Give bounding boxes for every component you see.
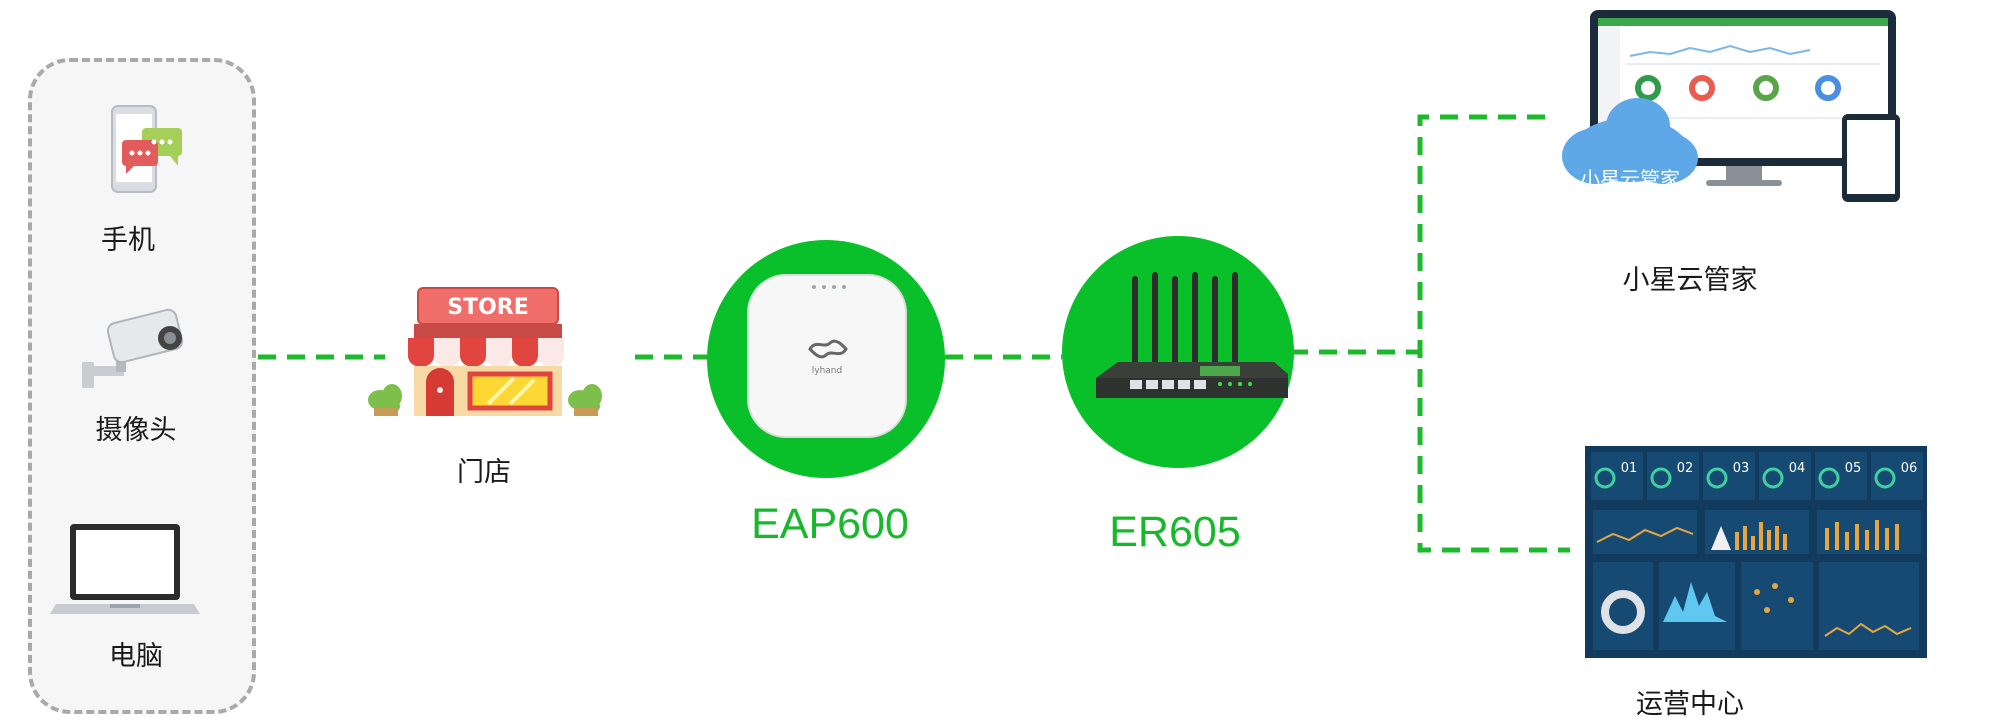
ops-tile — [1871, 452, 1923, 500]
ops-tile — [1591, 452, 1643, 500]
cloud-label: 小星云管家 — [1622, 265, 1758, 296]
ap-brand-text: lyhand — [812, 366, 842, 376]
ops-tile-ring — [1650, 467, 1672, 489]
ops-tile-number: 03 — [1733, 461, 1750, 476]
pc-label: 电脑 — [109, 641, 163, 672]
camera-label: 摄像头 — [95, 415, 177, 446]
phone-label: 手机 — [101, 225, 155, 256]
ap-label: EAP600 — [751, 500, 909, 548]
operations-dashboard-icon: 01 02 03 04 05 06 — [1585, 446, 1927, 658]
cloud-dashboard-icon: 小星云管家 — [1562, 10, 1900, 202]
ops-tile-number: 05 — [1845, 461, 1862, 476]
store-sign-text: STORE — [447, 295, 529, 320]
ops-label: 运营中心 — [1636, 689, 1744, 720]
ops-tile — [1647, 452, 1699, 500]
ops-tile-number: 06 — [1901, 461, 1918, 476]
router-icon — [1096, 272, 1288, 398]
ops-tile-number: 01 — [1621, 461, 1638, 476]
camera-icon — [82, 308, 184, 388]
ops-tile-ring — [1818, 467, 1840, 489]
ops-tile-ring — [1762, 467, 1784, 489]
store-icon: STORE — [368, 287, 602, 416]
link-bus-branch — [1417, 114, 1570, 553]
phone-icon — [111, 105, 182, 193]
ops-tile-ring — [1594, 467, 1616, 489]
ops-tile — [1703, 452, 1755, 500]
ops-tile-ring — [1874, 467, 1896, 489]
ops-tile-ring — [1706, 467, 1728, 489]
access-point-icon: lyhand — [747, 274, 907, 438]
ops-tile-number: 02 — [1677, 461, 1694, 476]
store-label: 门店 — [457, 457, 511, 488]
cloud-text: 小星云管家 — [1580, 167, 1680, 191]
ops-tile — [1759, 452, 1811, 500]
ops-tile — [1815, 452, 1867, 500]
router-label: ER605 — [1109, 508, 1241, 556]
ops-tile-number: 04 — [1789, 461, 1806, 476]
laptop-icon — [50, 524, 200, 614]
